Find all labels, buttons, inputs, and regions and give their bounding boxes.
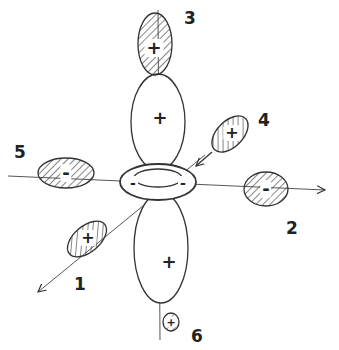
sign: - [60,164,71,182]
callout-number: 5 [14,144,26,161]
callout-number: 3 [184,10,196,27]
ligand-orbitals [38,13,288,331]
sign: - [128,176,138,190]
sign: + [144,39,163,57]
axes [8,10,325,340]
sign: - [260,180,271,198]
sign: + [159,253,178,271]
sign: + [150,109,169,127]
callout-number: 1 [74,276,86,293]
sign: - [178,176,188,190]
orbital-lobes [120,74,196,303]
callout-number: 6 [191,328,203,345]
callout-number: 2 [286,220,298,237]
leader-arrow [196,152,212,166]
sign: + [164,317,177,328]
callout-number: 4 [258,112,270,129]
sign: + [79,230,96,246]
sign: + [223,125,240,141]
